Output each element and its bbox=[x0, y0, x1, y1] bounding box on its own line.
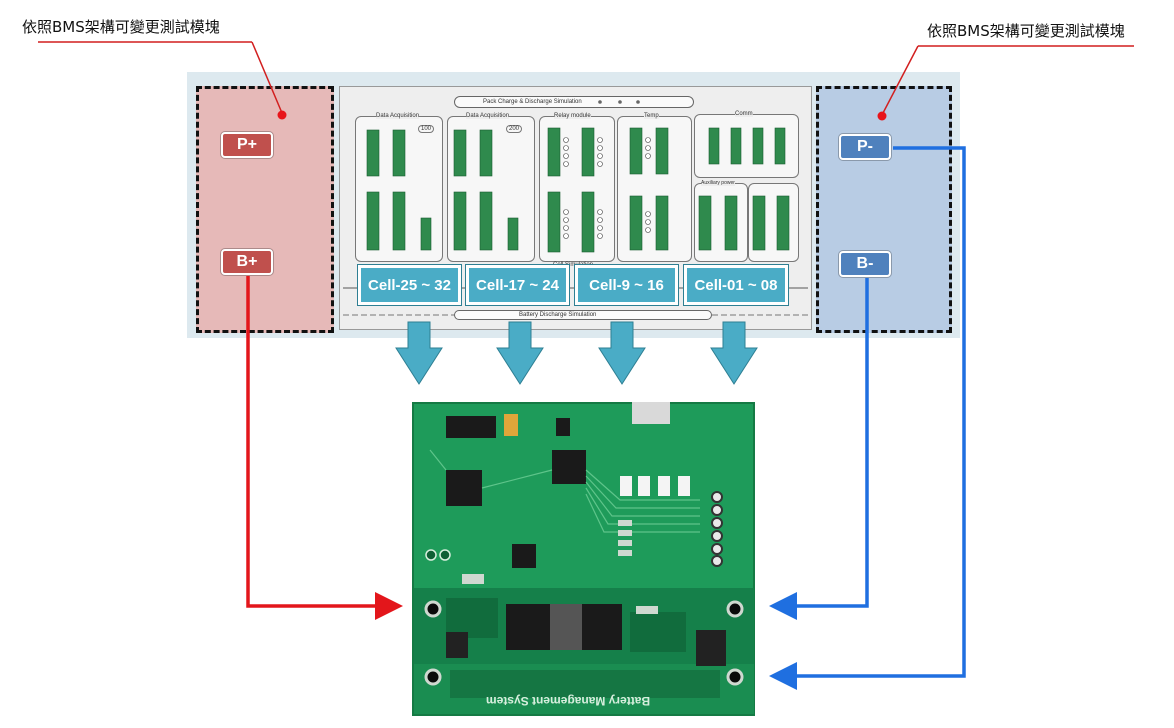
down-arrow-4 bbox=[710, 321, 758, 385]
red-wire bbox=[246, 276, 403, 620]
blue-wire-p-minus bbox=[769, 146, 966, 690]
terminal-p-plus: P+ bbox=[221, 132, 273, 158]
cell-group-17-24: Cell-17 ~ 24 bbox=[466, 265, 569, 305]
left-callout-text: 依照BMS架構可變更測試模塊 bbox=[22, 18, 220, 36]
battery-discharge-bar: Battery Discharge Simulation bbox=[454, 310, 712, 320]
module-title: Relay module bbox=[554, 113, 591, 119]
module-badge: 200 bbox=[506, 125, 523, 133]
module-badge: 100 bbox=[418, 125, 435, 133]
terminal-b-plus: B+ bbox=[221, 249, 273, 275]
terminal-p-minus: P- bbox=[839, 134, 891, 160]
down-arrow-1 bbox=[395, 321, 443, 385]
blue-wire-b-minus bbox=[769, 278, 869, 620]
terminal-b-minus: B- bbox=[839, 251, 891, 277]
pack-sim-label: Pack Charge & Discharge Simulation bbox=[483, 99, 582, 105]
pack-sim-bar: Pack Charge & Discharge Simulation bbox=[454, 96, 694, 108]
down-arrow-2 bbox=[496, 321, 544, 385]
right-callout-text: 依照BMS架構可變更測試模塊 bbox=[927, 22, 1125, 40]
cell-group-9-16: Cell-9 ~ 16 bbox=[575, 265, 678, 305]
cell-group-25-32: Cell-25 ~ 32 bbox=[358, 265, 461, 305]
left-callout-line bbox=[38, 41, 287, 120]
battery-discharge-label: Battery Discharge Simulation bbox=[519, 312, 597, 318]
right-callout-line bbox=[877, 45, 1134, 121]
negative-zone bbox=[816, 86, 952, 333]
module-title: Data Acquisition bbox=[466, 113, 510, 119]
module-title: Comm bbox=[735, 111, 753, 117]
module-title: Temp bbox=[644, 113, 659, 119]
module-title: Auxiliary power bbox=[701, 180, 735, 186]
positive-zone bbox=[196, 86, 334, 333]
cell-sim-label: Cell Simulation bbox=[553, 262, 594, 268]
cell-group-01-08: Cell-01 ~ 08 bbox=[684, 265, 788, 305]
down-arrow-3 bbox=[598, 321, 646, 385]
module-title: Data Acquisition bbox=[376, 113, 420, 119]
module-temp: Temp bbox=[617, 113, 692, 262]
